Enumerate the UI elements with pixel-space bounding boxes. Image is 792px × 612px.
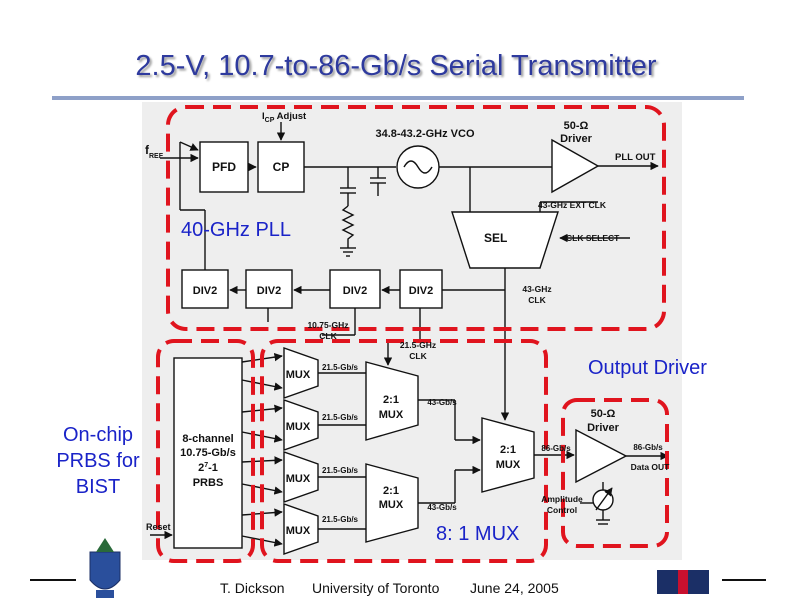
- prbs-block: [173, 357, 243, 549]
- amplitude-label-1: Amplitude: [541, 494, 583, 504]
- rate215-label-4: 21.5-Gb/s: [322, 515, 359, 524]
- pll-driver-label-1: 50-Ω: [564, 120, 589, 132]
- clk1075-label-2: CLK: [319, 331, 337, 341]
- driver-out-label-1: 50-Ω: [591, 408, 616, 420]
- clk215-label-2: CLK: [409, 351, 427, 361]
- rate86-out-label: 86-Gb/s: [633, 443, 663, 452]
- pll-driver-label-2: Driver: [560, 133, 593, 145]
- icp-adjust-label: ICP Adjust: [262, 111, 307, 124]
- reset-label: Reset: [146, 522, 171, 532]
- pfd-label: PFD: [212, 160, 236, 174]
- pll-driver-symbol: [551, 138, 600, 194]
- pll-section: [160, 122, 659, 421]
- rate43-label-1: 43-Gb/s: [427, 398, 457, 407]
- div2-block-4: [399, 269, 443, 309]
- footer-line-right: [722, 579, 766, 581]
- amplitude-label-2: Control: [547, 505, 577, 515]
- cp-label: CP: [273, 160, 290, 174]
- rate215-label-2: 21.5-Gb/s: [322, 413, 359, 422]
- footer-author: T. Dickson: [220, 580, 285, 596]
- prbs-callout-line-1: On-chip: [62, 424, 134, 446]
- mux4-label-3: MUX: [286, 473, 311, 485]
- university-crest-logo: [89, 538, 121, 598]
- clk-select-label: CLK SELECT: [566, 233, 620, 243]
- slide-title: 2.5-V, 10.7-to-86-Gb/s Serial Transmitte…: [135, 50, 657, 82]
- ext-clk-label: 43-GHz EXT CLK: [538, 200, 607, 210]
- sel-label: SEL: [484, 231, 507, 245]
- mux21-bottom-label-2: MUX: [379, 499, 404, 511]
- mux-4to1-4: [283, 503, 319, 555]
- mux-dashed-box: [260, 339, 548, 563]
- rate43-label-2: 43-Gb/s: [427, 503, 457, 512]
- fref-label: fREF: [145, 143, 164, 160]
- driver-out-label-2: Driver: [587, 422, 620, 434]
- div2-block-3: [329, 269, 381, 309]
- mux4-label-4: MUX: [286, 525, 311, 537]
- mux21-top-label-1: 2:1: [383, 394, 399, 406]
- clk43-label-1: 43-GHz: [522, 284, 551, 294]
- mux-callout: 8: 1 MUX: [436, 523, 520, 545]
- div2-label-4: DIV2: [409, 285, 433, 297]
- prbs-label-1: 8-channel: [182, 433, 233, 445]
- mux21-final-label-2: MUX: [496, 459, 521, 471]
- mux-section: [150, 347, 669, 555]
- rate215-label-1: 21.5-Gb/s: [322, 363, 359, 372]
- rate86-mux-label: 86-Gb/s: [541, 444, 571, 453]
- div2-block-1: [181, 269, 229, 309]
- div2-label-1: DIV2: [193, 285, 217, 297]
- pll-callout: 40-GHz PLL: [181, 219, 292, 241]
- footer-date: June 24, 2005: [470, 580, 559, 596]
- uoft-logo: [657, 570, 709, 594]
- footer-line-left: [30, 579, 76, 581]
- pll-out-label: PLL OUT: [615, 152, 656, 163]
- clk215-label-1: 21.5-GHz: [400, 340, 436, 350]
- clk1075-label-1: 10.75-GHz: [307, 320, 348, 330]
- prbs-label-3: 27-1: [198, 462, 218, 474]
- prbs-label-2: 10.75-Gb/s: [180, 447, 236, 459]
- prbs-callout-line-3: BIST: [75, 476, 121, 498]
- mux-2to1-top: [365, 361, 419, 441]
- prbs-label-4: PRBS: [193, 477, 224, 489]
- vco-label: 34.8-43.2-GHz VCO: [375, 128, 474, 140]
- sel-mux: [451, 211, 559, 269]
- rate215-label-3: 21.5-Gb/s: [322, 466, 359, 475]
- mux21-final-label-1: 2:1: [500, 444, 516, 456]
- prbs-callout: On-chip PRBS for BIST: [38, 422, 158, 500]
- loop-filter-resistor: [341, 205, 355, 248]
- cp-block: [257, 141, 305, 193]
- prbs-callout-line-2: PRBS for: [56, 450, 140, 472]
- mux21-bottom-label-1: 2:1: [383, 485, 399, 497]
- mux4-label-2: MUX: [286, 421, 311, 433]
- mux-2to1-bottom: [365, 463, 419, 543]
- div2-block-2: [245, 269, 293, 309]
- div2-label-2: DIV2: [257, 285, 281, 297]
- title-rule: [52, 96, 744, 100]
- div2-label-3: DIV2: [343, 285, 367, 297]
- mux-2to1-final: [481, 417, 535, 493]
- mux-4to1-2: [283, 399, 319, 451]
- driver-dashed-box: [561, 398, 669, 548]
- data-out-label: Data OUT: [631, 462, 671, 472]
- mux-4to1-3: [283, 451, 319, 503]
- mux21-top-label-2: MUX: [379, 409, 404, 421]
- output-driver-callout: Output Driver: [588, 357, 707, 379]
- pll-dashed-box: [166, 105, 666, 331]
- clk43-label-2: CLK: [528, 295, 546, 305]
- mux-4to1-1: [283, 347, 319, 399]
- footer-university: University of Toronto: [312, 580, 440, 596]
- dashed-callout-boxes: [156, 105, 669, 563]
- mux4-label-1: MUX: [286, 369, 311, 381]
- output-driver-symbol: [575, 428, 628, 484]
- prbs-dashed-box: [156, 339, 255, 563]
